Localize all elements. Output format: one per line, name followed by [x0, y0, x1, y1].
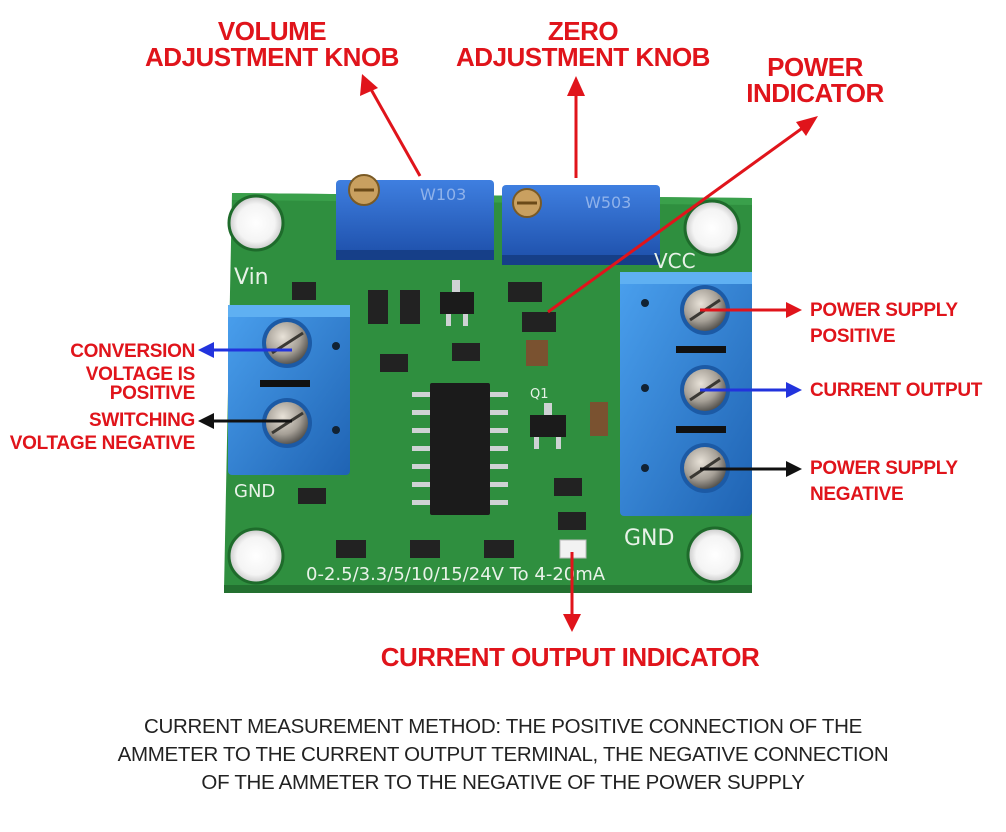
label-switching-negative: SWITCHING VOLTAGE NEGATIVE [0, 410, 196, 454]
volume-potentiometer: W103 [336, 174, 494, 260]
label-conversion-positive: CONVERSION VOLTAGE IS POSITIVE [0, 342, 195, 403]
label-current-output: CURRENT OUTPUT [810, 380, 983, 401]
note-line-3: OF THE AMMETER TO THE NEGATIVE OF THE PO… [201, 771, 805, 794]
label-volume-knob: VOLUME ADJUSTMENT KNOB [132, 18, 412, 70]
transistors [440, 280, 566, 449]
label-volume-knob-line2: ADJUSTMENT KNOB [145, 42, 399, 72]
label-power-supply-positive-line1: POWER SUPPLY [810, 300, 958, 321]
label-conversion-positive-line1: CONVERSION [70, 341, 195, 362]
label-power-indicator: POWER INDICATOR [715, 54, 915, 106]
label-power-supply-negative-line1: POWER SUPPLY [810, 458, 958, 479]
svg-text:W503: W503 [585, 193, 631, 212]
label-switching-negative-line2: VOLTAGE NEGATIVE [9, 433, 196, 454]
arrow-power-indicator [547, 122, 809, 314]
label-volume-knob-line1: VOLUME [217, 16, 327, 46]
zero-potentiometer: W503 [502, 185, 660, 265]
silk-range-text: 0-2.5/3.3/5/10/15/24V To 4-20mA [306, 564, 606, 585]
label-power-supply-negative-line2: NEGATIVE [810, 484, 904, 505]
silk-q1: Q1 [530, 387, 549, 402]
arrow-volume-knob [366, 83, 422, 177]
label-zero-knob-line1: ZERO [547, 16, 619, 46]
silk-vcc: VCC [654, 249, 696, 273]
label-zero-knob-line2: ADJUSTMENT KNOB [456, 42, 710, 72]
label-power-supply-negative: POWER SUPPLY NEGATIVE [810, 459, 1006, 504]
label-power-indicator-line2: INDICATOR [746, 78, 884, 108]
smd-components [292, 282, 608, 559]
silk-vin: Vin [234, 265, 269, 290]
label-zero-knob: ZERO ADJUSTMENT KNOB [448, 18, 718, 70]
label-conversion-positive-line2: VOLTAGE IS POSITIVE [85, 364, 196, 404]
label-switching-negative-line1: SWITCHING [88, 410, 195, 431]
measurement-note: CURRENT MEASUREMENT METHOD: THE POSITIVE… [60, 713, 946, 797]
silk-gnd-right: GND [624, 526, 674, 551]
label-current-output-indicator: CURRENT OUTPUT INDICATOR [380, 642, 760, 672]
svg-text:W103: W103 [420, 185, 466, 204]
mounting-holes [227, 194, 744, 585]
note-line-1: CURRENT MEASUREMENT METHOD: THE POSITIVE… [143, 715, 862, 738]
label-power-supply-positive: POWER SUPPLY POSITIVE [810, 301, 1006, 346]
label-power-indicator-line1: POWER [767, 52, 863, 82]
label-power-supply-positive-line2: POSITIVE [810, 326, 896, 347]
input-terminal-block [228, 305, 350, 475]
main-ic [412, 383, 508, 515]
note-line-2: AMMETER TO THE CURRENT OUTPUT TERMINAL, … [117, 743, 889, 766]
silk-gnd-left: GND [234, 481, 275, 502]
